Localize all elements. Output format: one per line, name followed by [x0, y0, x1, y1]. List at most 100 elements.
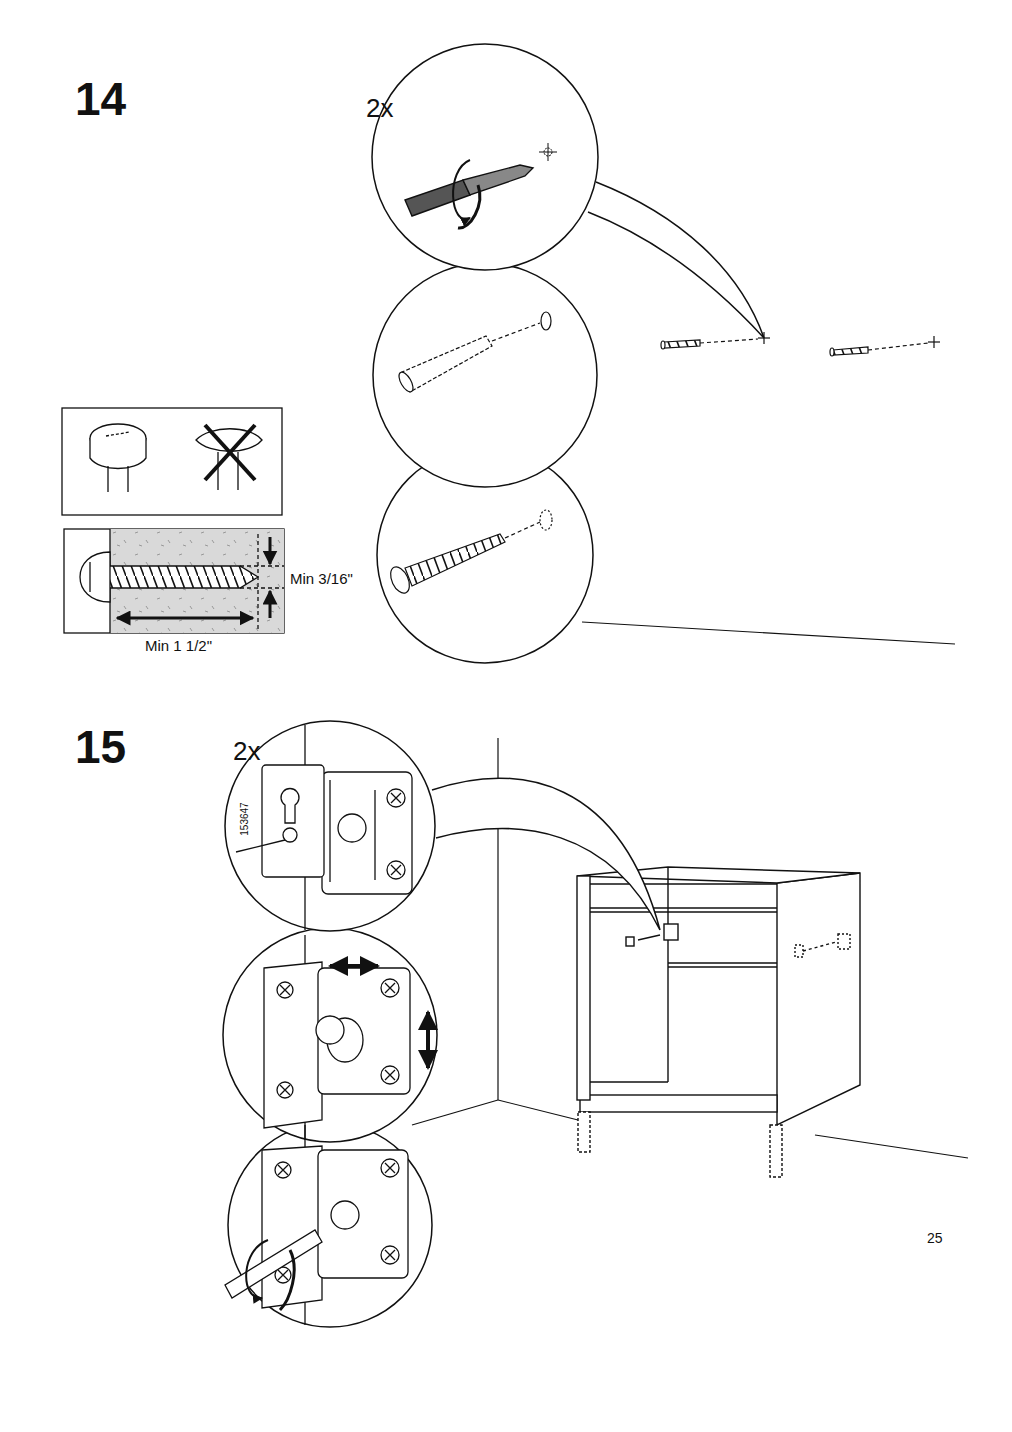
wall-bracket-detail-part [281, 789, 299, 823]
screw-head-info-box-part [90, 438, 146, 469]
bracket-tighten-detail-part [278, 1165, 288, 1175]
step15-detail-circles-part [432, 778, 660, 930]
screw-depth-box-part [108, 566, 258, 588]
bracket-tighten-detail-part [381, 1159, 399, 1177]
screw-head-info-box-part [106, 432, 130, 436]
step14-detail-circles-part [588, 182, 764, 338]
dimension-label: Min 1 1/2" [145, 638, 212, 653]
bracket-adjust-detail-part [280, 985, 290, 995]
bracket-tighten-detail-part [225, 1230, 322, 1298]
cabinet-frame-part [590, 883, 777, 884]
screw-depth-box-part [89, 562, 90, 592]
wall-and-floor-part [498, 1100, 578, 1120]
wall-bracket-detail-part [387, 861, 405, 879]
bracket-adjust-detail-part [264, 962, 322, 1128]
drill-bit-part [458, 185, 480, 228]
bracket-adjust-detail-part [277, 982, 293, 998]
screw-depth-box-part [80, 552, 110, 602]
drill-bit-part [463, 165, 533, 195]
step14-detail-circles-part [372, 44, 598, 270]
cabinet-frame-part [667, 867, 668, 1082]
screw-head-info-box-part [205, 425, 255, 480]
wall-bracket-detail-part [329, 780, 330, 882]
wall-screws-overview-part [700, 339, 758, 343]
wall-bracket-detail-part [374, 790, 375, 880]
wall-plug-part [492, 323, 540, 341]
screw-depth-box-part [257, 534, 258, 630]
screw-depth-box-part [64, 529, 284, 633]
wall-bracket-detail-part [283, 828, 297, 842]
bracket-adjust-detail-part [277, 1082, 293, 1098]
bracket-adjust-detail-part [330, 964, 378, 968]
step15-detail-circles-part [225, 721, 435, 931]
wall-screw-part [387, 564, 413, 596]
part-number: 153647 [240, 802, 250, 835]
screw-head-info-box [62, 408, 282, 515]
wall-bracket-detail-part [387, 789, 405, 807]
screw-head-info-box-part [196, 429, 262, 452]
cabinet-frame-part [626, 937, 634, 946]
wall-screw-part [505, 522, 540, 538]
screw-head-info-box-part [62, 408, 282, 515]
screw-depth-box-part [269, 591, 272, 618]
wall-screws-overview-part [833, 347, 868, 355]
wall-bracket-detail [236, 725, 412, 930]
bracket-adjust-detail [264, 935, 428, 1140]
wall-plug-part [541, 312, 551, 330]
screw-depth-box-part [117, 617, 253, 620]
bracket-tighten-detail-part [280, 1250, 294, 1310]
cabinet-frame-part [590, 907, 777, 908]
step14-detail-circles [372, 44, 764, 663]
step15-detail-circles-part [223, 928, 437, 1142]
wall-bracket-detail-part [391, 865, 401, 875]
wall-bracket-detail-part [391, 793, 401, 803]
wall-bracket-detail-part [338, 814, 366, 842]
bracket-adjust-detail-part [426, 1012, 430, 1068]
bracket-adjust-detail-part [280, 1085, 290, 1095]
drill-bit-part [539, 152, 557, 153]
cabinet-frame-part [664, 924, 678, 940]
step14-detail-circles-part [373, 263, 597, 487]
wall-screws-overview [582, 332, 955, 644]
cabinet-frame-part [638, 935, 660, 940]
drill-bit-part [544, 148, 552, 156]
wall-plug [396, 312, 551, 394]
screw-depth-box-part [240, 587, 284, 588]
cabinet-frame-part [777, 873, 860, 1125]
wall-screw-part [540, 510, 552, 530]
cabinet-frame-part [795, 945, 803, 957]
wall-screw [387, 510, 552, 596]
bracket-tighten-detail-part [246, 1240, 268, 1298]
wall-screws-overview-part [582, 622, 955, 644]
cabinet-frame-part [803, 942, 836, 951]
cabinet-frame [577, 867, 860, 1177]
wall-bracket-detail-part [322, 772, 412, 894]
bracket-tighten-detail-part [331, 1201, 359, 1229]
bracket-adjust-detail-part [381, 1066, 399, 1084]
drill-bit [405, 143, 557, 228]
wall-plug-part [396, 370, 416, 394]
wall-screws-overview-part [664, 340, 700, 348]
bracket-tighten-detail [225, 1125, 408, 1325]
screw-depth-box-part [240, 565, 284, 566]
cabinet-frame-part [578, 1112, 590, 1152]
quantity-label: 2x [366, 95, 393, 121]
wall-and-floor-part [412, 1100, 498, 1125]
cabinet-frame-part [590, 1081, 668, 1082]
cabinet-frame-part [577, 876, 590, 1100]
wall-screws-overview-part [830, 348, 834, 356]
bracket-tighten-detail-part [385, 1163, 395, 1173]
cabinet-frame-part [838, 934, 850, 949]
bracket-tighten-detail-part [385, 1250, 395, 1260]
dimension-label: Min 3/16" [290, 571, 353, 586]
wall-bracket-detail-part [262, 765, 324, 877]
wall-and-floor [412, 738, 968, 1158]
step15-detail-circles-part [228, 1123, 432, 1327]
bracket-tighten-detail-part [381, 1246, 399, 1264]
screw-depth-box-part [269, 537, 272, 564]
cabinet-frame-part [770, 1125, 782, 1177]
cabinet-frame-part [668, 966, 777, 967]
screw-depth-box [64, 529, 284, 633]
